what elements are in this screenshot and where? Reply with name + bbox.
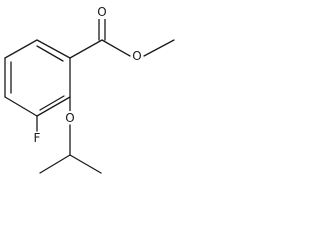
bond-ester-oxygen-to-methyl bbox=[143, 39, 175, 57]
ester-oxygen-label-bg bbox=[131, 50, 143, 63]
structure-diagram: O O O F bbox=[4, 5, 175, 174]
bond-ring-to-carbonyl-carbon bbox=[69, 39, 103, 59]
fluorine-label: F bbox=[34, 131, 41, 145]
atom-labels: O O O F bbox=[31, 5, 143, 145]
ether-oxygen-label: O bbox=[65, 111, 74, 125]
benzene-ring bbox=[4, 39, 71, 117]
bond-ch-to-methyl-right bbox=[69, 154, 102, 174]
ester-group bbox=[69, 17, 175, 59]
bond-carbonyl-to-ester-oxygen bbox=[101, 39, 131, 57]
bond-ch-to-methyl-left bbox=[39, 154, 71, 174]
carbonyl-oxygen-label: O bbox=[97, 5, 106, 19]
ether-oxygen-label-bg bbox=[64, 111, 76, 124]
isopropoxy-group bbox=[39, 96, 102, 174]
ring-double-bond-inner-1 bbox=[36, 45, 64, 62]
carbonyl-oxygen-label-bg bbox=[96, 6, 108, 19]
ester-oxygen-label: O bbox=[132, 49, 141, 63]
fluorine-label-bg bbox=[31, 132, 43, 145]
ring-bond-c1-c2 bbox=[36, 39, 71, 59]
ring-double-bond-inner-3 bbox=[39, 95, 65, 111]
ring-bond-c2-c3 bbox=[4, 39, 38, 59]
ring-bond-c5-c6 bbox=[36, 96, 71, 117]
ring-bond-c4-c5 bbox=[4, 96, 38, 117]
